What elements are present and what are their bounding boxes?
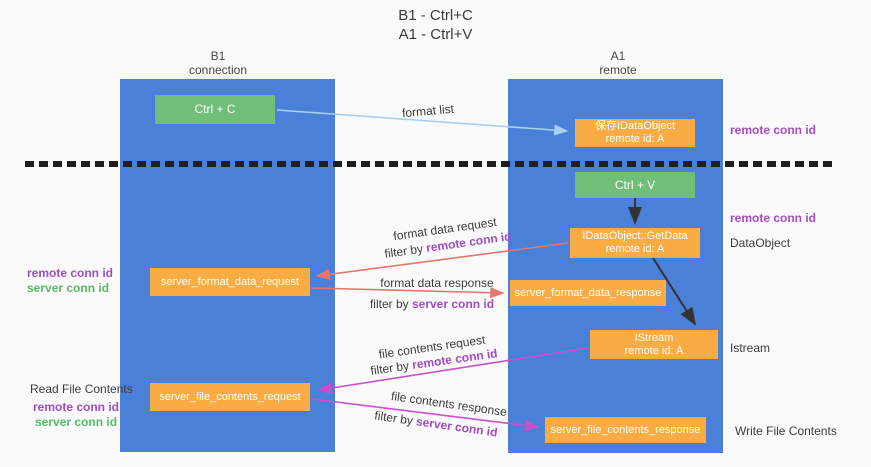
node-server-file-contents-request: server_file_contents_request <box>150 383 310 411</box>
side-label-server-conn-id-left1: server conn id <box>27 281 110 295</box>
diagram-title: B1 - Ctrl+C A1 - Ctrl+V <box>0 6 871 44</box>
copy-paste-separator-line <box>25 161 832 167</box>
side-label-server-conn-id-left2: server conn id <box>35 415 118 429</box>
side-label-remote-conn-id-left1: remote conn id <box>27 266 114 280</box>
filter-by-text: filter by <box>383 241 428 261</box>
server-conn-id-text: server conn id <box>411 297 495 311</box>
left-column-header: B1 connection <box>158 49 278 77</box>
node-ctrl-v: Ctrl + V <box>575 172 695 198</box>
node-server-file-contents-request-label: server_file_contents_request <box>159 390 301 403</box>
left-column-subtitle: connection <box>188 63 248 77</box>
filter-by-text: filter by <box>373 408 418 429</box>
edge-label-format-data-response-filter: filter by server conn id <box>370 297 494 311</box>
edge-label-format-list: format list <box>401 101 455 121</box>
node-ctrl-c-label: Ctrl + C <box>194 102 236 116</box>
filter-by-text: filter by <box>369 358 414 378</box>
right-column-subtitle: remote <box>599 63 637 77</box>
title-line-2: A1 - Ctrl+V <box>398 26 473 43</box>
node-ctrl-v-label: Ctrl + V <box>614 177 656 192</box>
side-label-remote-conn-id-mid: remote conn id <box>730 211 817 225</box>
side-label-read-file-contents: Read File Contents <box>30 382 133 396</box>
node-save-idataobject: 保存IDataObject remote id: A <box>575 119 695 147</box>
node-server-format-data-request: server_format_data_request <box>150 268 310 296</box>
node-server-file-contents-response-label: server_file_contents_response <box>550 423 701 436</box>
node-ctrl-c: Ctrl + C <box>155 95 275 124</box>
node-server-format-data-response-label: server_format_data_response <box>514 286 662 299</box>
edge-label-format-data-response: format data response <box>380 276 494 290</box>
right-column-header: A1 remote <box>558 49 678 77</box>
node-idataobject-getdata: IDataObject::GetData remote id: A <box>570 228 700 258</box>
left-column-name: B1 <box>210 49 226 63</box>
node-server-file-contents-response: server_file_contents_response <box>545 417 706 443</box>
node-idataobject-getdata-line2: remote id: A <box>605 243 665 255</box>
node-idataobject-getdata-line1: IDataObject::GetData <box>582 230 688 242</box>
side-label-dataobject: DataObject <box>730 236 791 250</box>
server-conn-id-text: server conn id <box>415 414 499 440</box>
filter-by-text: filter by <box>369 297 412 311</box>
node-istream-line2: remote id: A <box>624 344 684 357</box>
node-server-format-data-response: server_format_data_response <box>510 280 666 306</box>
side-label-remote-conn-id-top: remote conn id <box>730 123 817 137</box>
node-server-format-data-request-label: server_format_data_request <box>160 275 300 288</box>
side-label-remote-conn-id-left2: remote conn id <box>33 400 120 414</box>
side-label-write-file-contents: Write File Contents <box>735 424 837 438</box>
node-istream-line1: IStream <box>634 331 674 344</box>
node-save-idataobject-line2: remote id: A <box>605 133 665 145</box>
side-label-istream: Istream <box>730 341 771 355</box>
node-save-idataobject-line1: 保存IDataObject <box>594 120 676 132</box>
node-istream: IStream remote id: A <box>590 330 718 359</box>
title-line-1: B1 - Ctrl+C <box>398 7 473 24</box>
right-column-name: A1 <box>610 49 626 63</box>
